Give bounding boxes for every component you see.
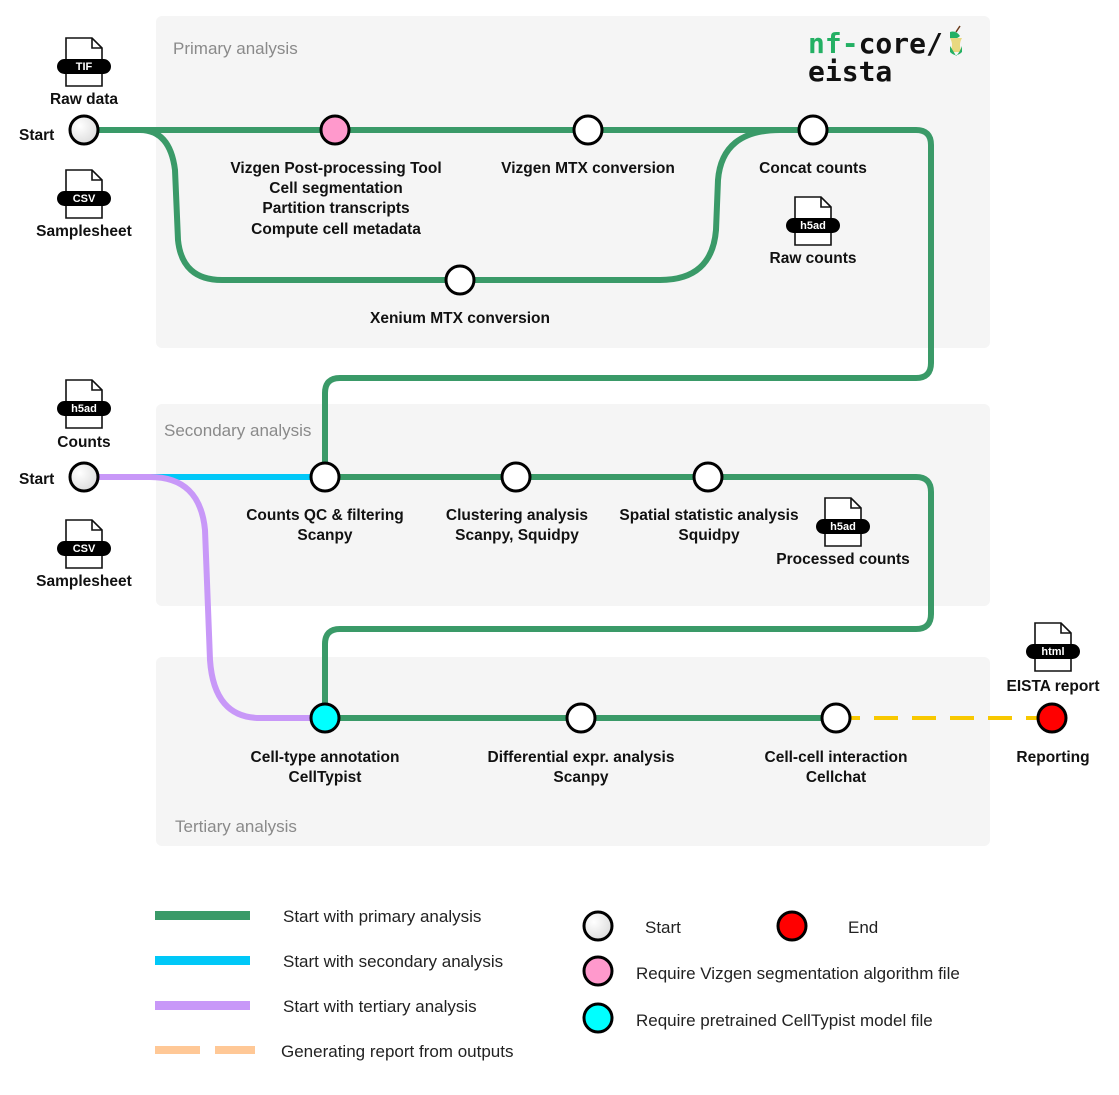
label-celltype: Cell-type annotation CellTypist [251, 749, 400, 786]
node-cellchat[interactable] [820, 702, 852, 734]
file-icon-raw-counts: h5ad [785, 196, 841, 246]
file-icon-raw-data: TIF [56, 37, 112, 87]
label-reporting: Reporting [1016, 749, 1089, 766]
node-diffexpr[interactable] [565, 702, 597, 734]
samplesheet-label-secondary: Samplesheet [36, 573, 132, 590]
label-clustering: Clustering analysis Scanpy, Squidpy [446, 507, 588, 544]
primary-route-lower [322, 474, 934, 721]
node-reporting[interactable] [1036, 702, 1068, 734]
label-line: Cell-cell interaction [765, 749, 908, 766]
legend-label-secondary: Start with secondary analysis [283, 952, 503, 971]
file-type-h5ad: h5ad [800, 220, 826, 232]
legend-label-tertiary: Start with tertiary analysis [283, 997, 477, 1016]
legend-swatch-tertiary [155, 1001, 250, 1010]
file-icon-counts: h5ad [56, 379, 112, 429]
panel-title-tertiary: Tertiary analysis [175, 817, 297, 836]
file-icon-samplesheet-secondary: CSV [56, 519, 112, 569]
legend-node-end [776, 910, 808, 942]
processed-counts-label: Processed counts [776, 551, 910, 568]
node-spatial[interactable] [692, 461, 724, 493]
legend-label-end: End [848, 918, 878, 937]
label-cellchat: Cell-cell interaction Cellchat [765, 749, 908, 786]
legend-label-report: Generating report from outputs [281, 1042, 513, 1061]
start-node-secondary[interactable] [68, 461, 100, 493]
legend-label-primary: Start with primary analysis [283, 907, 481, 926]
file-type-html: html [1041, 646, 1064, 658]
legend-label-start: Start [645, 918, 681, 937]
label-line: Spatial statistic analysis [619, 507, 798, 524]
label-xenium-mtx: Xenium MTX conversion [370, 310, 550, 327]
logo-pipeline: eista [808, 55, 892, 88]
report-label: EISTA report [1006, 678, 1099, 695]
legend-swatch-primary [155, 911, 250, 920]
raw-counts-label: Raw counts [770, 250, 857, 267]
file-type-csv: CSV [73, 193, 96, 205]
legend-swatch-secondary [155, 956, 250, 965]
file-type-csv: CSV [73, 543, 96, 555]
primary-xenium-branch [137, 127, 783, 283]
legend: Start with primary analysis Start with s… [155, 907, 960, 1061]
file-icon-processed-counts: h5ad [815, 497, 871, 547]
node-celltype[interactable] [309, 702, 341, 734]
file-type-raw: TIF [76, 61, 93, 73]
legend-swatch-report-2 [215, 1046, 255, 1054]
label-line: Partition transcripts [262, 200, 409, 217]
apple-core-icon [950, 25, 962, 56]
label-line: Cell segmentation [269, 180, 403, 197]
nf-core-logo: nf-core/ eista [808, 25, 962, 88]
label-line: Scanpy [297, 527, 353, 544]
raw-data-label: Raw data [50, 91, 118, 108]
label-line: Compute cell metadata [251, 221, 421, 238]
node-concat[interactable] [797, 114, 829, 146]
node-qc[interactable] [309, 461, 341, 493]
legend-label-vizgen: Require Vizgen segmentation algorithm fi… [636, 964, 960, 983]
primary-main-line [81, 127, 934, 480]
node-vizgen-mtx[interactable] [572, 114, 604, 146]
legend-swatch-report-1 [155, 1046, 200, 1054]
panel-primary [156, 16, 990, 348]
label-diffexpr: Differential expr. analysis Scanpy [488, 749, 675, 786]
legend-node-celltypist [582, 1002, 614, 1034]
label-line: Scanpy [553, 769, 609, 786]
file-icon-report: html [1025, 622, 1081, 672]
panel-secondary [156, 404, 990, 606]
logo-name: core/ [859, 27, 943, 60]
start-label-primary: Start [19, 127, 54, 144]
label-line: CellTypist [289, 769, 362, 786]
file-type-h5ad: h5ad [830, 521, 856, 533]
samplesheet-label-primary: Samplesheet [36, 223, 132, 240]
label-vizgen-mtx: Vizgen MTX conversion [501, 160, 675, 177]
file-icon-samplesheet-primary: CSV [56, 169, 112, 219]
panel-title-secondary: Secondary analysis [164, 421, 311, 440]
label-spatial: Spatial statistic analysis Squidpy [619, 507, 798, 544]
label-line: Differential expr. analysis [488, 749, 675, 766]
label-line: Scanpy, Squidpy [455, 527, 579, 544]
legend-label-celltypist: Require pretrained CellTypist model file [636, 1011, 933, 1030]
label-line: Clustering analysis [446, 507, 588, 524]
node-clustering[interactable] [500, 461, 532, 493]
label-qc: Counts QC & filtering Scanpy [246, 507, 404, 544]
start-node-primary[interactable] [68, 114, 100, 146]
panel-title-primary: Primary analysis [173, 39, 298, 58]
counts-label: Counts [57, 434, 110, 451]
label-line: Counts QC & filtering [246, 507, 404, 524]
tertiary-route [84, 474, 325, 721]
legend-node-vizgen [582, 955, 614, 987]
label-line: Cell-type annotation [251, 749, 400, 766]
legend-node-start [582, 910, 614, 942]
node-vizgen[interactable] [319, 114, 351, 146]
label-vizgen: Vizgen Post-processing Tool Cell segment… [230, 160, 441, 238]
label-line: Vizgen Post-processing Tool [230, 160, 441, 177]
start-label-secondary: Start [19, 471, 54, 488]
label-line: Cellchat [806, 769, 866, 786]
file-type-h5ad: h5ad [71, 403, 97, 415]
label-line: Squidpy [678, 527, 740, 544]
svg-text:nf-core/: nf-core/ [808, 27, 943, 60]
panel-tertiary [156, 657, 990, 846]
node-xenium-mtx[interactable] [444, 264, 476, 296]
primary-route [81, 127, 934, 480]
label-concat: Concat counts [759, 160, 867, 177]
logo-prefix: nf- [808, 27, 859, 60]
